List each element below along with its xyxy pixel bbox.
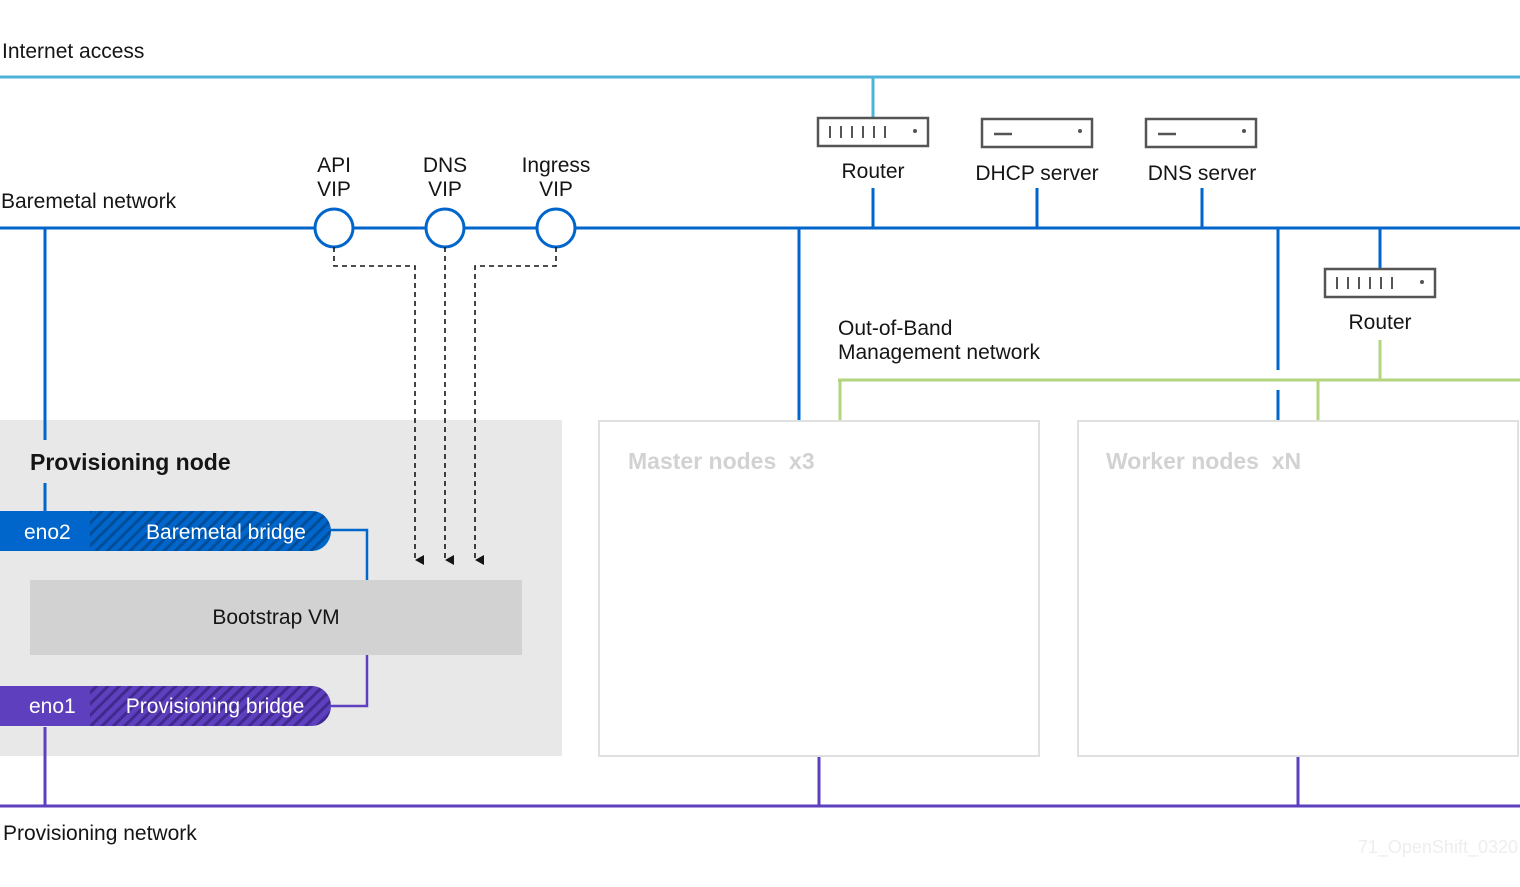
provisioning-bridge-connector xyxy=(330,655,369,708)
dns-server-icon xyxy=(1144,117,1258,149)
router-oob-icon xyxy=(1323,267,1437,299)
oob-label-1: Out-of-Band xyxy=(838,317,952,340)
provisioning-node-title: Provisioning node xyxy=(30,449,231,475)
dns-server-label: DNS server xyxy=(1148,162,1257,185)
oob-label-2: Management network xyxy=(838,341,1040,364)
router-top-icon xyxy=(816,116,930,148)
master-nodes-label: Master nodes x3 xyxy=(628,448,815,474)
dns-vip-label-1: DNS xyxy=(423,154,467,177)
bootstrap-vm-label: Bootstrap VM xyxy=(212,606,339,629)
eno2-interface xyxy=(0,511,90,551)
ingress-vip-label-1: Ingress xyxy=(522,154,591,177)
ingress-vip-node xyxy=(535,207,577,249)
baremetal-bridge-label: Baremetal bridge xyxy=(146,521,306,544)
bootstrap-vm xyxy=(30,580,522,655)
watermark-id: 71_OpenShift_0320 xyxy=(1358,837,1518,858)
dns-vip-label-2: VIP xyxy=(428,178,462,201)
eno1-label: eno1 xyxy=(29,695,76,718)
master-nodes-box xyxy=(598,420,1040,757)
baremetal-bridge-connector xyxy=(330,528,369,580)
provisioning-bridge-label: Provisioning bridge xyxy=(126,695,305,718)
api-vip-label-1: API xyxy=(317,154,351,177)
api-vip-label-2: VIP xyxy=(317,178,351,201)
baremetal-network-label: Baremetal network xyxy=(1,190,177,213)
router-oob-label: Router xyxy=(1348,311,1411,334)
dhcp-server-label: DHCP server xyxy=(975,162,1098,185)
dns-vip-node xyxy=(424,207,466,249)
worker-nodes-label: Worker nodes xN xyxy=(1106,448,1301,474)
api-vip-node xyxy=(313,207,355,249)
provisioning-network-label: Provisioning network xyxy=(3,822,197,845)
worker-nodes-box xyxy=(1077,420,1519,757)
eno1-interface xyxy=(0,686,90,726)
router-top-label: Router xyxy=(841,160,904,183)
dhcp-server-icon xyxy=(980,117,1094,149)
vip-dashed-arrows xyxy=(333,247,557,565)
baremetal-bridge xyxy=(90,511,331,551)
provisioning-bridge xyxy=(90,686,331,726)
ingress-vip-label-2: VIP xyxy=(539,178,573,201)
eno2-label: eno2 xyxy=(24,521,71,544)
internet-access-label: Internet access xyxy=(2,40,144,63)
